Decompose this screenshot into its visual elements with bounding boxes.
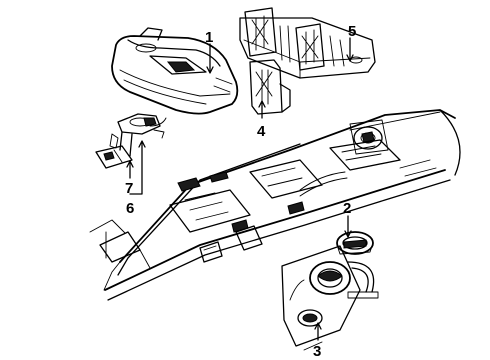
filler-housing bbox=[281, 245, 379, 351]
tank-strap-bracket bbox=[249, 59, 291, 115]
pump-module-plate bbox=[95, 145, 133, 169]
callout-3: 3 bbox=[313, 343, 321, 360]
skid-plate-shield bbox=[239, 7, 376, 79]
callout-2: 2 bbox=[343, 200, 351, 217]
fuel-tank bbox=[111, 27, 239, 115]
callout-labels: 1 2 3 4 5 6 7 bbox=[125, 23, 356, 360]
callout-4: 4 bbox=[257, 123, 266, 140]
filler-cap bbox=[336, 231, 374, 255]
leader-lines bbox=[126, 37, 354, 341]
callout-1: 1 bbox=[205, 29, 213, 46]
callout-6: 6 bbox=[126, 200, 134, 217]
callout-7: 7 bbox=[125, 180, 133, 197]
vehicle-frame-floor bbox=[89, 109, 461, 301]
callout-5: 5 bbox=[348, 23, 356, 40]
fuel-pump-sender-assembly bbox=[109, 113, 167, 157]
